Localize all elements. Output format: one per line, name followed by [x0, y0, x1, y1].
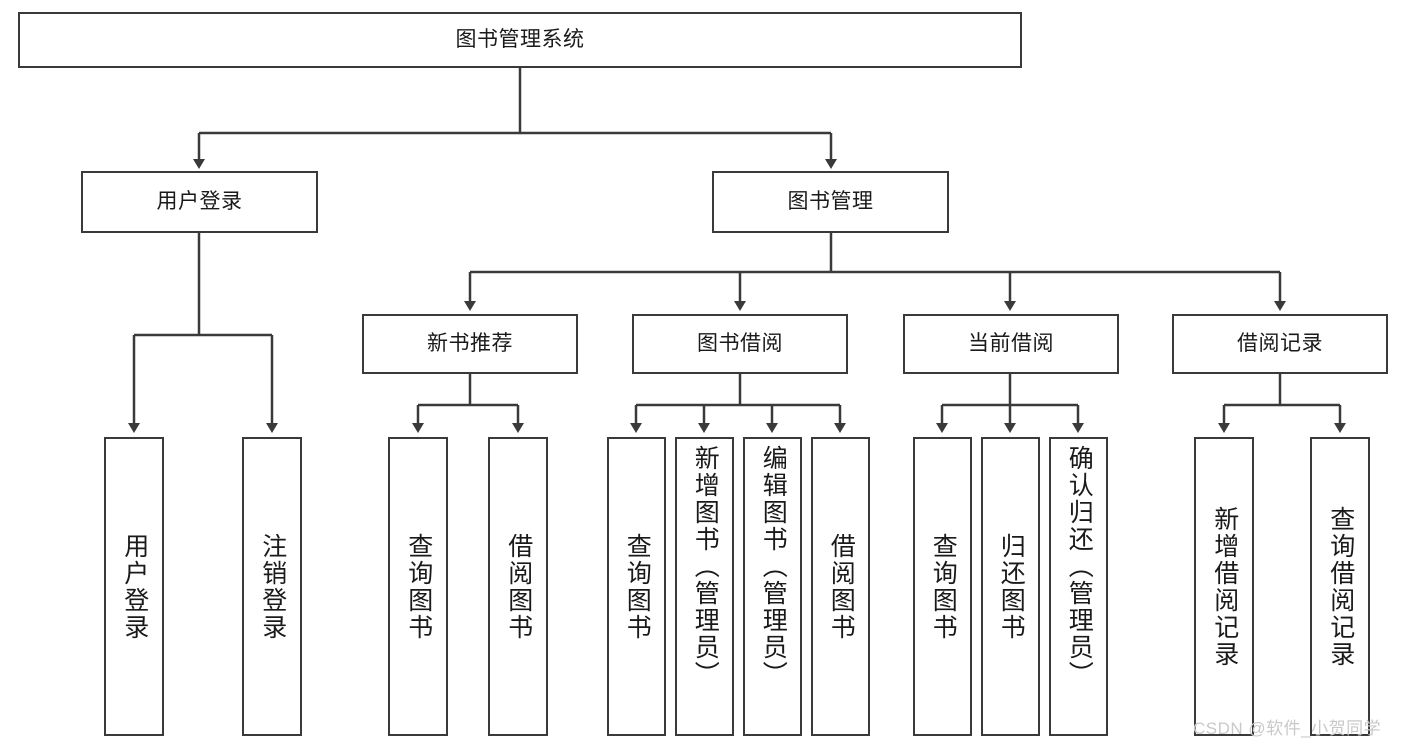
leaf-current-confirm-return-admin[interactable]: 确认归还（管理员） — [1049, 437, 1108, 736]
node-user-login[interactable]: 用户登录 — [81, 171, 318, 233]
leaf-recommend-query-book[interactable]: 查询图书 — [388, 437, 448, 736]
leaf-current-return-book[interactable]: 归还图书 — [981, 437, 1040, 736]
node-label: 图书管理 — [787, 189, 874, 213]
node-label: 新增图书（管理员） — [691, 445, 720, 688]
node-label: 查询图书 — [623, 532, 652, 641]
leaf-borrow-add-book-admin[interactable]: 新增图书（管理员） — [675, 437, 734, 736]
node-label: 查询图书 — [929, 532, 958, 641]
node-new-book-recommend[interactable]: 新书推荐 — [362, 314, 578, 374]
node-book-management[interactable]: 图书管理 — [712, 171, 949, 233]
leaf-borrow-edit-book-admin[interactable]: 编辑图书（管理员） — [743, 437, 802, 736]
node-label: 借阅图书 — [827, 532, 856, 641]
node-label: 当前借阅 — [968, 331, 1054, 355]
leaf-borrow-query-book[interactable]: 查询图书 — [607, 437, 666, 736]
node-borrow-record[interactable]: 借阅记录 — [1172, 314, 1388, 374]
node-label: 新增借阅记录 — [1210, 505, 1239, 668]
node-label: 确认归还（管理员） — [1065, 445, 1094, 688]
node-label: 查询借阅记录 — [1326, 505, 1355, 668]
leaf-current-query-book[interactable]: 查询图书 — [913, 437, 972, 736]
leaf-recommend-borrow-book[interactable]: 借阅图书 — [488, 437, 548, 736]
node-label: 图书借阅 — [697, 331, 783, 355]
node-label: 编辑图书（管理员） — [759, 445, 788, 688]
node-label: 图书管理系统 — [455, 27, 585, 51]
node-label: 查询图书 — [404, 532, 433, 641]
node-root-system[interactable]: 图书管理系统 — [18, 12, 1022, 68]
csdn-watermark: CSDN @软件_小贺同学 — [1193, 719, 1382, 738]
leaf-user-login-signin[interactable]: 用户登录 — [104, 437, 164, 736]
leaf-borrow-borrow-book[interactable]: 借阅图书 — [811, 437, 870, 736]
leaf-record-add-record[interactable]: 新增借阅记录 — [1194, 437, 1254, 736]
leaf-record-query-record[interactable]: 查询借阅记录 — [1310, 437, 1370, 736]
node-label: 用户登录 — [120, 532, 149, 641]
node-label: 归还图书 — [997, 532, 1026, 641]
node-label: 注销登录 — [258, 532, 287, 641]
node-book-borrow[interactable]: 图书借阅 — [632, 314, 848, 374]
node-current-borrow[interactable]: 当前借阅 — [903, 314, 1119, 374]
node-label: 新书推荐 — [427, 331, 513, 355]
node-label: 借阅记录 — [1237, 331, 1323, 355]
leaf-user-login-signout[interactable]: 注销登录 — [242, 437, 302, 736]
node-label: 用户登录 — [156, 189, 243, 213]
node-label: 借阅图书 — [504, 532, 533, 641]
